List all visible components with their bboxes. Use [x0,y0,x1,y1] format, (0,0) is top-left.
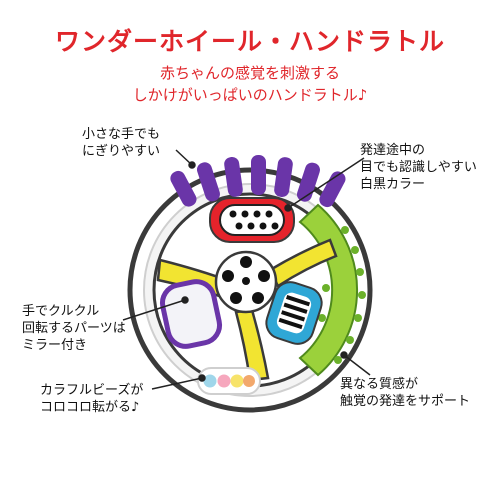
texture-leader-dot [340,351,348,359]
callout-spin-line-2: 回転するパーツは [22,321,126,336]
callout-grip-line-2: にぎりやすい [82,144,161,159]
subtitle-line-1: 赤ちゃんの感覚を刺激する [159,64,340,82]
callout-contrast-line-2: 目でも認識しやすい [360,160,477,175]
spinner-stripes [278,295,311,330]
callout-spin: 手でクルクル 回転するパーツは ミラー付き [22,303,126,354]
spoke-right [268,238,338,288]
texture-bumps [318,226,366,364]
callout-texture-line-2: 触覚の発達をサポート [340,394,471,409]
product-subtitle: 赤ちゃんの感覚を刺激する しかけがいっぱいのハンドラトル♪ [0,62,500,106]
texture-leader [343,354,371,376]
colorful-beads [203,374,255,388]
callout-contrast: 発達途中の 目でも認識しやすい 白黒カラー [360,142,477,193]
callout-grip-line-1: 小さな手でも [82,127,161,142]
grip-fingers [170,155,346,208]
callout-grip: 小さな手でも にぎりやすい [82,126,160,160]
callout-beads: カラフルビーズが コロコロ転がる♪ [40,382,143,416]
callout-texture: 異なる質感が 触覚の発達をサポート [340,376,470,410]
contrast-leader [287,157,365,209]
center-ball-spots [222,256,270,304]
spin-leader-dot [181,296,189,304]
callout-contrast-line-3: 白黒カラー [360,177,426,192]
subtitle-line-2: しかけがいっぱいのハンドラトル♪ [132,86,368,104]
callout-contrast-line-1: 発達途中の [360,143,426,158]
product-title: ワンダーホイール・ハンドラトル [54,27,445,56]
beads-leader [151,377,203,390]
callout-spin-line-3: ミラー付き [22,338,88,353]
beads-leader-dot [198,374,206,382]
callout-beads-line-2: コロコロ転がる♪ [40,400,140,415]
dot-panel-dots [229,210,279,230]
contrast-leader-dot [284,204,292,212]
grip-leader-dot [188,161,196,169]
callout-texture-line-1: 異なる質感が [340,377,419,392]
mirror-left [159,279,223,349]
spin-leader [122,299,186,321]
dot-panel [219,204,285,236]
callout-beads-line-1: カラフルビーズが [40,383,144,398]
callout-spin-line-1: 手でクルクル [22,304,100,319]
